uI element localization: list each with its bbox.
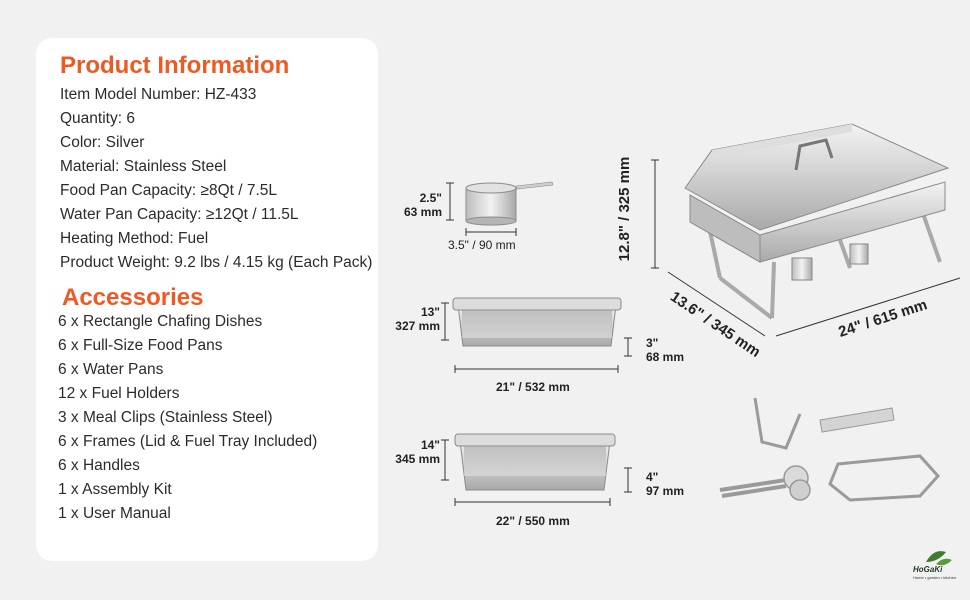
brand-tagline: Home • garden • kitchen	[913, 575, 957, 580]
fuel-holder-height-mm: 63 mm	[403, 205, 442, 219]
fuel-holder-width-label: 3.5" / 90 mm	[448, 238, 516, 252]
accessories-image	[719, 397, 941, 502]
accessory-item: 6 x Full-Size Food Pans	[58, 337, 223, 354]
info-item-material: Material: Stainless Steel	[60, 158, 227, 175]
info-item-heating-method: Heating Method: Fuel	[60, 230, 209, 247]
accessory-item: 6 x Handles	[58, 457, 140, 474]
food-pan-depth-label: 13" 327 mm	[380, 305, 440, 333]
food-pan-width-label: 21" / 532 mm	[496, 380, 570, 394]
food-pan-height-in: 3"	[646, 336, 659, 350]
food-pan-depth-in: 13"	[420, 305, 440, 319]
product-info-heading: Product Information	[60, 52, 290, 79]
accessory-item: 12 x Fuel Holders	[58, 385, 180, 402]
accessory-item: 6 x Water Pans	[58, 361, 164, 378]
fuel-holder-height-label: 2.5" 63 mm	[392, 191, 442, 219]
chafer-height-label: 12.8" / 325 mm	[616, 156, 633, 262]
accessory-item: 3 x Meal Clips (Stainless Steel)	[58, 409, 273, 426]
fuel-holder-height-in: 2.5"	[419, 191, 442, 205]
accessories-list: 6 x Rectangle Chafing Dishes 6 x Full-Si…	[58, 310, 317, 526]
brand-logo-image	[926, 551, 952, 566]
info-item-weight: Product Weight: 9.2 lbs / 4.15 kg (Each …	[60, 254, 373, 271]
fuel-holder-image	[465, 181, 554, 226]
water-pan-image	[454, 433, 616, 491]
accessory-item: 6 x Rectangle Chafing Dishes	[58, 313, 263, 330]
food-pan-height-mm: 68 mm	[646, 350, 685, 364]
accessory-item: 1 x Assembly Kit	[58, 481, 172, 498]
water-pan-depth-label: 14" 345 mm	[380, 438, 440, 466]
water-pan-width-label: 22" / 550 mm	[496, 514, 570, 528]
info-item-quantity: Quantity: 6	[60, 110, 135, 127]
chafing-dish-dim-lines	[651, 159, 961, 337]
water-pan-height-label: 4" 97 mm	[646, 470, 684, 498]
water-pan-height-in: 4"	[646, 470, 659, 484]
accessory-item: 6 x Frames (Lid & Fuel Tray Included)	[58, 433, 318, 450]
brand-logo-text: HoGaKi	[913, 565, 943, 574]
product-info-list: Item Model Number: HZ-433 Quantity: 6 Co…	[60, 83, 372, 275]
water-pan-depth-in: 14"	[420, 438, 440, 452]
food-pan-dim-lines	[441, 302, 632, 373]
info-item-color: Color: Silver	[60, 134, 145, 151]
accessories-heading: Accessories	[62, 284, 204, 311]
info-item-water-pan-capacity: Water Pan Capacity: ≥12Qt / 11.5L	[60, 206, 299, 223]
fuel-holder-dim-lines	[446, 182, 517, 236]
water-pan-height-mm: 97 mm	[646, 484, 685, 498]
accessory-item: 1 x User Manual	[58, 505, 171, 522]
water-pan-dim-lines	[441, 439, 632, 506]
food-pan-depth-mm: 327 mm	[395, 319, 440, 333]
chafing-dish-image	[684, 123, 950, 320]
food-pan-image	[452, 297, 622, 347]
info-item-model: Item Model Number: HZ-433	[60, 86, 257, 103]
info-item-food-pan-capacity: Food Pan Capacity: ≥8Qt / 7.5L	[60, 182, 278, 199]
water-pan-depth-mm: 345 mm	[395, 452, 440, 466]
food-pan-height-label: 3" 68 mm	[646, 336, 684, 364]
product-info-card: Product Information Item Model Number: H…	[36, 38, 378, 561]
